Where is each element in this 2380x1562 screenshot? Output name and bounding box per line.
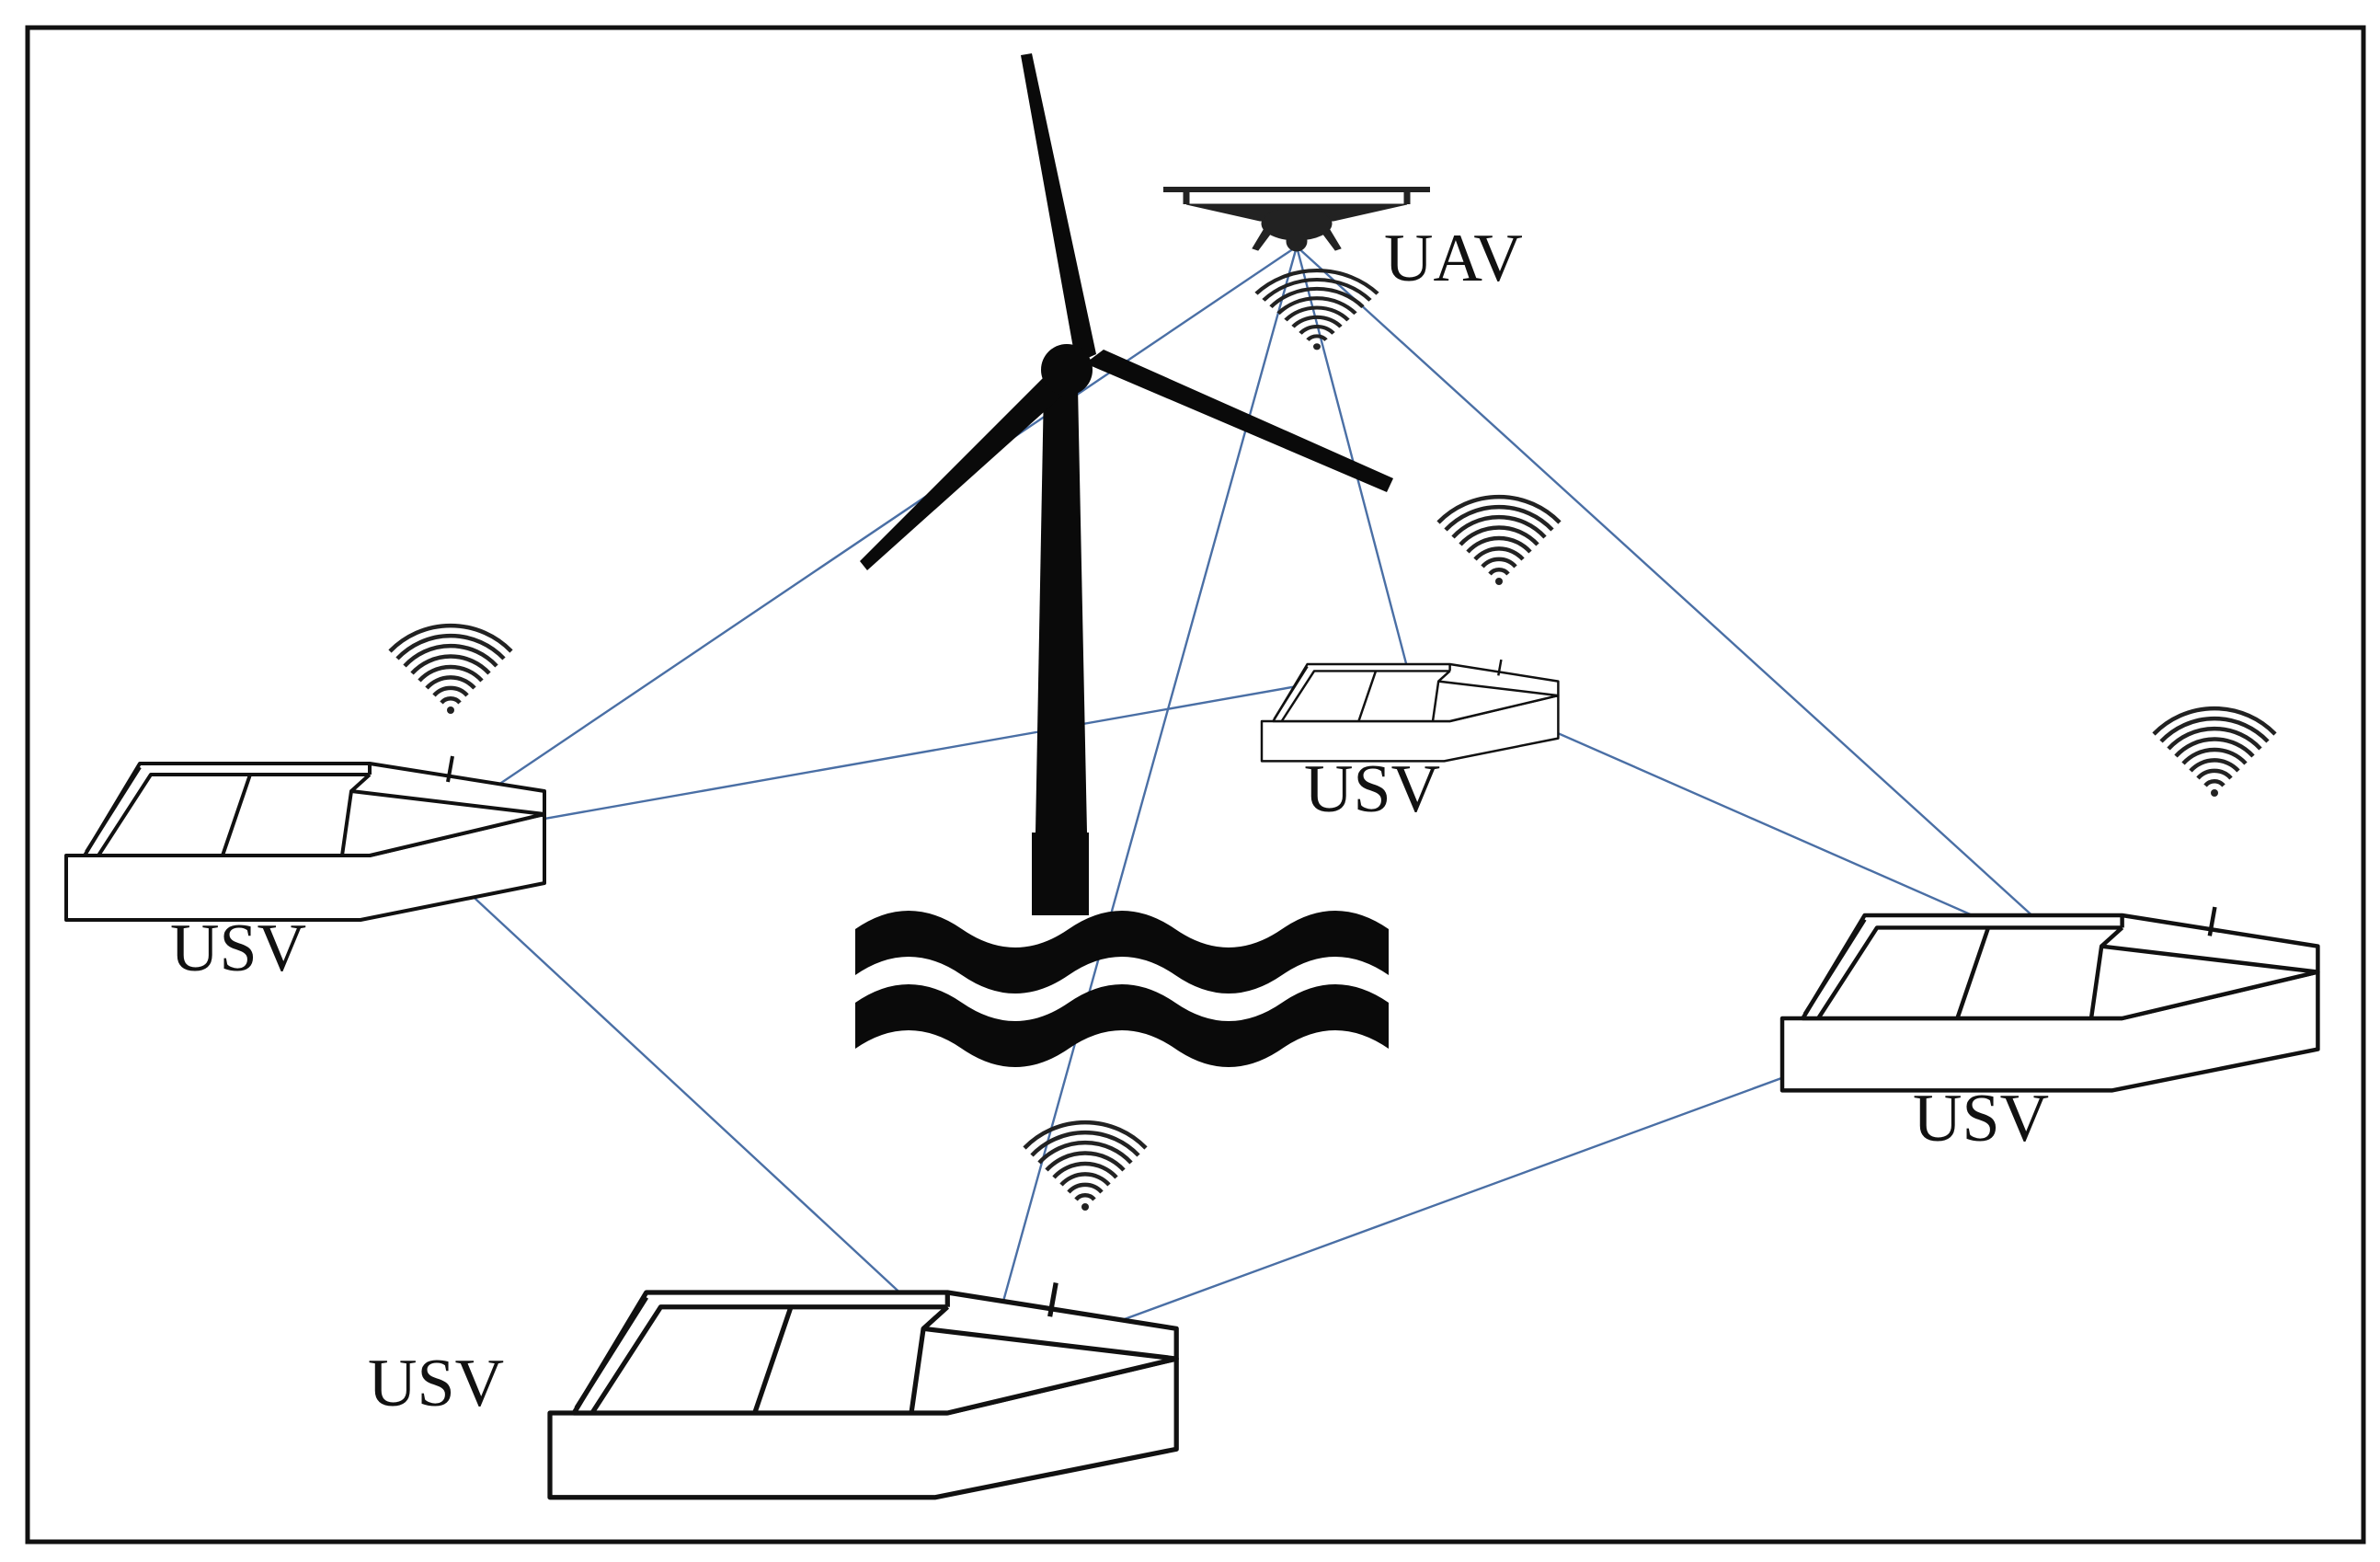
- usv-right: USV: [1782, 708, 2317, 1156]
- waves-icon: [855, 911, 1389, 1067]
- boat-icon: [1260, 658, 1560, 763]
- figure-frame: [25, 25, 2366, 1545]
- uav-wifi-signal-icon: [1256, 270, 1378, 350]
- usv-bottom: USV: [368, 1122, 1176, 1498]
- boat-icon: [550, 1283, 1176, 1498]
- link-uav-usv-right: [1296, 246, 2088, 967]
- boat-icon: [64, 754, 546, 922]
- boat-icon: [1782, 907, 2317, 1090]
- link-uav-usv-bottom: [982, 246, 1299, 1372]
- usv-left-label: USV: [170, 911, 306, 986]
- usv-center-label: USV: [1304, 752, 1440, 827]
- usv-left: USV: [64, 626, 546, 986]
- wifi-signal-icon: [1438, 497, 1560, 585]
- usv-bottom-label: USV: [368, 1346, 504, 1421]
- drone-icon: [1163, 187, 1430, 252]
- wifi-signal-icon: [2154, 708, 2275, 797]
- usv-right-label: USV: [1913, 1081, 2049, 1156]
- link-usv-left-usv-bottom: [413, 841, 985, 1372]
- usv-center: USV: [1260, 497, 1560, 827]
- link-usv-left-usv-center: [413, 665, 1408, 844]
- wifi-signal-icon: [390, 626, 511, 714]
- wifi-signal-icon: [1024, 1122, 1146, 1211]
- link-uav-usv-left: [413, 246, 1298, 843]
- wind-turbine-icon: [860, 53, 1393, 915]
- uav-label: UAV: [1384, 221, 1523, 296]
